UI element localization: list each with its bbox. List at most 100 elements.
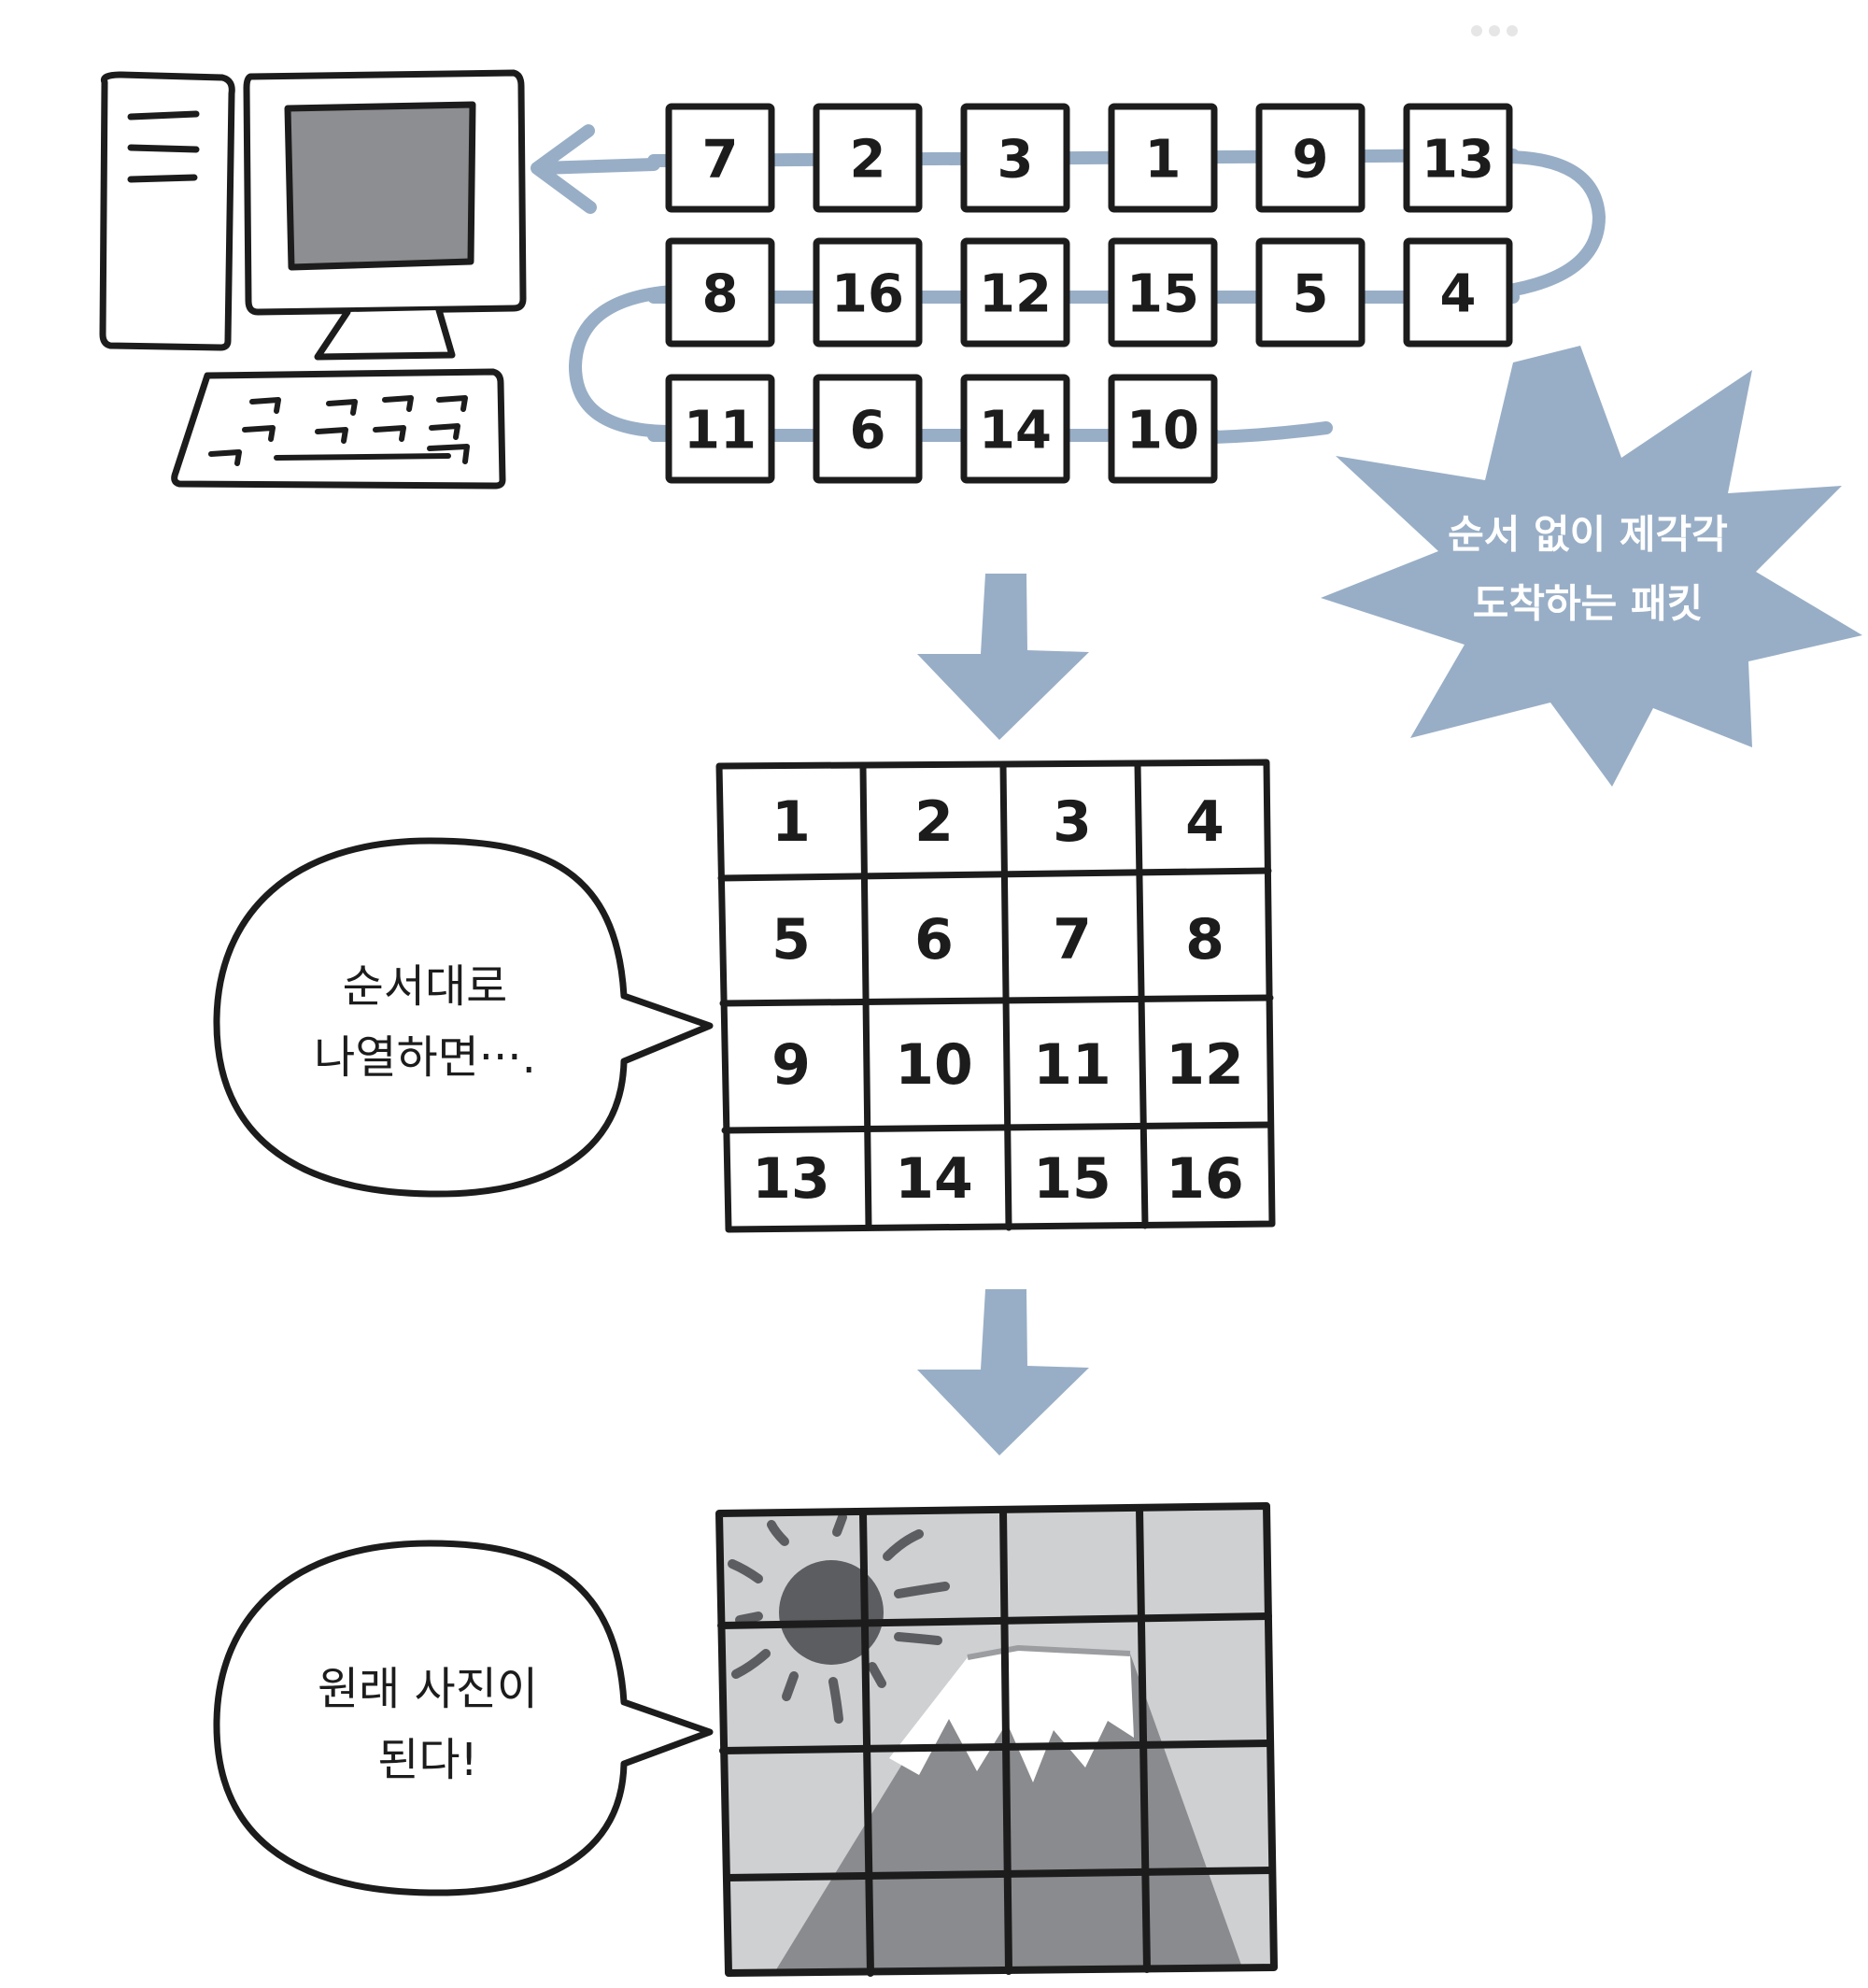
speech-bubble-photo-shape <box>213 1540 714 1896</box>
grid-cell-number: 13 <box>752 1146 830 1212</box>
packet-box-outline <box>665 237 775 348</box>
packet-number: 3 <box>998 130 1034 191</box>
keyboard-keys <box>208 395 470 466</box>
grid-cell-number: 1 <box>771 789 811 855</box>
burst-line-1: 순서 없이 제각각 <box>1448 512 1728 558</box>
packet-box: 14 <box>960 374 1070 484</box>
packet-box: 11 <box>665 374 775 484</box>
bubble-photo-line-2: 된다! <box>377 1734 478 1786</box>
burst-shape <box>1321 346 1862 787</box>
packet-number: 5 <box>1293 264 1329 325</box>
pc-tower <box>99 71 235 351</box>
packet-number: 11 <box>684 401 757 462</box>
packet-box: 16 <box>813 237 923 348</box>
packet-box: 15 <box>1108 237 1218 348</box>
grid-cell-number: 10 <box>895 1032 973 1098</box>
speech-bubble-photo: 원래 사진이 된다! <box>213 1540 714 1896</box>
more-options-icon[interactable] <box>1471 22 1524 40</box>
grid-cell-number: 11 <box>1033 1032 1111 1098</box>
tower-slot <box>127 144 200 153</box>
packet-box: 13 <box>1403 103 1513 213</box>
chain-turn-right <box>1497 150 1606 298</box>
packet-box-outline <box>1108 103 1218 213</box>
packet-box-outline <box>1255 103 1366 213</box>
packet-box-outline <box>1403 237 1513 348</box>
burst-line-2: 도착하는 패킷 <box>1473 581 1703 627</box>
packet-box: 8 <box>665 237 775 348</box>
ordered-grid-lines <box>717 760 1274 1231</box>
bubble-order-line-2: 나열하면···. <box>314 1031 536 1084</box>
photo-grid-frame <box>715 1502 1278 1977</box>
tower-slot <box>127 110 200 121</box>
photo-grid <box>715 1502 1278 1977</box>
packet-number: 14 <box>979 401 1052 462</box>
packet-box: 10 <box>1108 374 1218 484</box>
chain-row-1 <box>647 149 1520 167</box>
down-arrow-2 <box>917 1289 1089 1456</box>
packet-box-outline <box>960 103 1070 213</box>
bubble-order-line-1: 순서대로 <box>343 960 508 1013</box>
packet-box-outline <box>1255 237 1366 348</box>
tower-slot <box>127 174 198 183</box>
packet-box: 3 <box>960 103 1070 213</box>
grid-cell-number: 5 <box>771 907 811 973</box>
packet-boxes: 7 2 3 1 9 13 8 16 12 15 5 4 11 6 14 10 <box>665 103 1513 484</box>
grid-cell-number: 8 <box>1185 907 1224 973</box>
grid-cell-number: 9 <box>771 1032 811 1098</box>
packet-number: 6 <box>850 401 886 462</box>
sun-rays <box>728 1512 950 1724</box>
packet-box: 1 <box>1108 103 1218 213</box>
packet-box: 7 <box>665 103 775 213</box>
arrow-shaft-to-computer <box>535 158 660 175</box>
speech-bubble-order: 순서대로 나열하면···. <box>213 837 714 1198</box>
arrow-head-to-computer <box>531 124 597 214</box>
packet-number: 1 <box>1145 130 1182 191</box>
bubble-photo-line-1: 원래 사진이 <box>318 1663 538 1715</box>
grid-cell-number: 4 <box>1185 789 1224 855</box>
packet-number: 16 <box>831 264 904 325</box>
monitor-stand <box>314 306 456 361</box>
packet-number: 4 <box>1440 264 1477 325</box>
packet-box-outline <box>813 374 923 484</box>
packet-box: 5 <box>1255 237 1366 348</box>
packet-box-outline <box>960 374 1070 484</box>
burst-callout: 순서 없이 제각각 도착하는 패킷 <box>1321 346 1862 787</box>
packet-number: 15 <box>1126 264 1199 325</box>
grid-cell-number: 2 <box>914 789 954 855</box>
grid-cell-number: 3 <box>1053 789 1092 855</box>
packet-box-outline <box>1108 237 1218 348</box>
speech-bubble-order-shape <box>213 837 714 1198</box>
packet-box-outline <box>813 237 923 348</box>
packet-box-outline <box>813 103 923 213</box>
sun-disc <box>779 1560 884 1665</box>
grid-cell-number: 16 <box>1166 1146 1244 1212</box>
monitor-screen <box>284 101 476 271</box>
packet-number: 13 <box>1422 130 1494 191</box>
packet-box: 12 <box>960 237 1070 348</box>
packet-box-outline <box>1403 103 1513 213</box>
packet-box: 6 <box>813 374 923 484</box>
grid-cell-number: 14 <box>895 1146 973 1212</box>
grid-cell-number: 15 <box>1033 1146 1111 1212</box>
computer-icon <box>99 69 527 490</box>
packet-box-outline <box>960 237 1070 348</box>
packet-number: 8 <box>702 264 739 325</box>
packet-box: 2 <box>813 103 923 213</box>
packet-box: 4 <box>1403 237 1513 348</box>
packet-number: 9 <box>1293 130 1329 191</box>
chain-tail <box>1208 421 1333 444</box>
photo-grid-lines <box>717 1504 1276 1977</box>
packet-number: 2 <box>850 130 886 191</box>
packet-box-outline <box>665 103 775 213</box>
chain-turn-left <box>569 285 679 438</box>
grid-cell-number: 12 <box>1166 1032 1244 1098</box>
sun-icon <box>728 1512 950 1724</box>
grid-cell-number: 6 <box>914 907 954 973</box>
grid-cell-number: 7 <box>1053 907 1092 973</box>
mountain-ridge <box>967 1644 1131 1660</box>
packet-number: 10 <box>1126 401 1199 462</box>
packet-box: 9 <box>1255 103 1366 213</box>
